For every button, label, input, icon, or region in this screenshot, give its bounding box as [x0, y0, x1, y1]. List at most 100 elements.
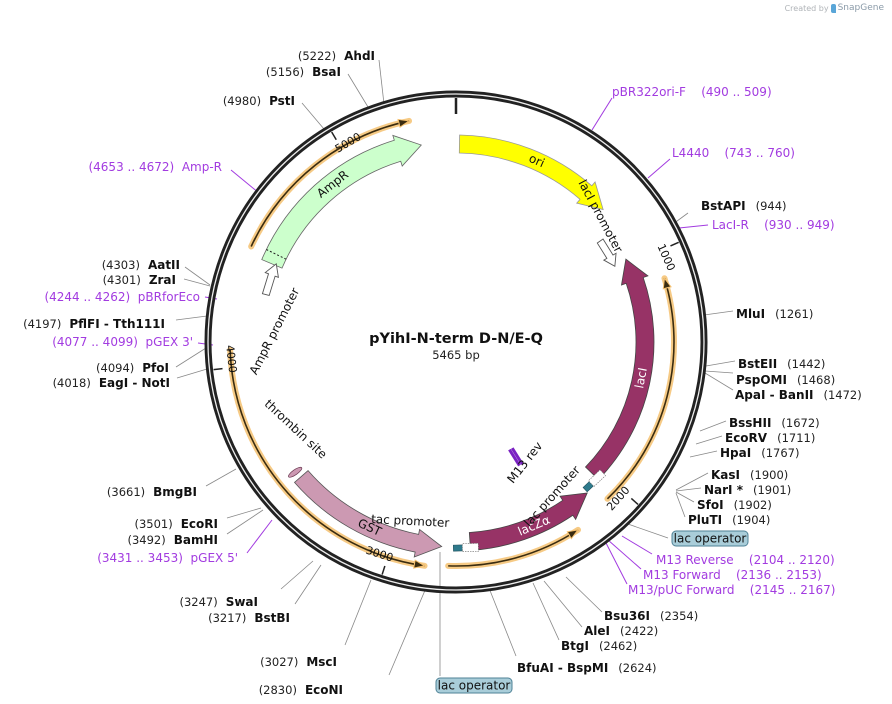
plasmid-title-block: pYihI-N-term D-N/E-Q 5465 bp: [369, 331, 543, 362]
restriction-site-label[interactable]: (4197)PflFI - Tth111I: [23, 317, 165, 331]
restriction-site-label[interactable]: BssHII(1672): [729, 416, 820, 430]
restriction-site-label[interactable]: (2830) EcoNI: [259, 683, 343, 697]
promoter-arrow-icon: [596, 238, 617, 267]
primer-label[interactable]: (4244 .. 4262) pBRforEco: [44, 290, 200, 304]
restriction-site-label[interactable]: (5222) AhdI: [298, 49, 375, 63]
site-leader-line: [532, 582, 560, 641]
feature-arrow-laci: [584, 258, 655, 481]
restriction-site-label[interactable]: BfuAI - BspMI(2624): [517, 661, 657, 675]
site-name: EagI - NotI: [99, 376, 170, 390]
site-name: PfoI: [142, 361, 169, 375]
restriction-site-label[interactable]: Bsu36I(2354): [604, 609, 698, 623]
restriction-site-label[interactable]: (3492)BamHI: [127, 533, 218, 547]
site-leader-line: [378, 59, 385, 105]
primer-label[interactable]: (4653 .. 4672) Amp-R: [88, 160, 222, 174]
site-name: NarI *: [704, 483, 744, 497]
primer-leader-line: [604, 540, 628, 585]
primer-label[interactable]: M13/pUC Forward (2145 .. 2167): [628, 583, 835, 597]
primer-label[interactable]: (3431 .. 3453) pGEX 5': [97, 551, 238, 565]
site-position: (2624): [618, 661, 656, 675]
plasmid-backbone: [204, 90, 708, 594]
site-leader-line: [175, 315, 208, 321]
feature-label: tac promoter: [371, 512, 450, 530]
restriction-site-label[interactable]: (4301)ZraI: [103, 273, 176, 287]
primer-label[interactable]: L4440 (743 .. 760): [672, 146, 795, 160]
lac-operator-label: lac operator: [674, 532, 747, 546]
site-name: KasI: [711, 468, 740, 482]
site-leader-line: [294, 564, 322, 605]
restriction-site-label[interactable]: (4018)EagI - NotI: [53, 376, 170, 390]
restriction-site-label[interactable]: SfoI(1902): [697, 498, 772, 512]
site-position: (5222): [298, 49, 336, 63]
restriction-site-label[interactable]: (4094)PfoI: [96, 361, 169, 375]
site-position: (2830): [259, 683, 297, 697]
site-leader-line: [183, 278, 211, 287]
site-position: (4303): [102, 258, 140, 272]
site-leader-line: [704, 370, 734, 374]
feature-label: M13 rev: [504, 439, 545, 486]
feature-label: thrombin site: [262, 397, 330, 462]
primer-label[interactable]: M13 Forward (2136 .. 2153): [643, 568, 822, 582]
site-leader-line: [347, 73, 369, 108]
restriction-site-label[interactable]: ApaI - BanII(1472): [735, 388, 862, 402]
feature-label-ori: ori: [527, 151, 547, 170]
site-leader-line: [543, 580, 583, 628]
orf-arrowhead-icon: [397, 118, 411, 128]
site-name: EcoNI: [305, 683, 343, 697]
restriction-site-label[interactable]: (4303)AatII: [102, 258, 180, 272]
primer-leader-line: [607, 539, 642, 570]
tick-label: 4000: [223, 344, 239, 373]
site-position: (3661): [107, 485, 145, 499]
site-position: (1902): [734, 498, 772, 512]
tick-mark: [213, 367, 223, 371]
restriction-site-label[interactable]: PspOMI(1468): [736, 373, 835, 387]
primer-label[interactable]: LacI-R (930 .. 949): [712, 218, 835, 232]
tac-promoter-glyph-icon: [461, 542, 479, 553]
restriction-site-label[interactable]: BstAPI(944): [701, 199, 787, 213]
tick-label: 1000: [654, 242, 677, 273]
site-position: (2422): [620, 624, 658, 638]
restriction-site-label[interactable]: (3661)BmgBI: [107, 485, 197, 499]
restriction-site-label[interactable]: EcoRV(1711): [725, 431, 815, 445]
lac-operator-badge[interactable]: [435, 677, 513, 694]
restriction-site-label[interactable]: AleI(2422): [584, 624, 658, 638]
restriction-site-label[interactable]: BtgI(2462): [561, 639, 637, 653]
thrombin-site-icon: [288, 466, 303, 478]
site-name: PflFI - Tth111I: [69, 317, 165, 331]
site-position: (2354): [660, 609, 698, 623]
restriction-site-label[interactable]: HpaI(1767): [720, 446, 799, 460]
site-name: AhdI: [344, 49, 375, 63]
restriction-site-label[interactable]: (3217)BstBI: [208, 611, 290, 625]
restriction-site-label[interactable]: (3027)MscI: [260, 655, 337, 669]
site-position: (3247): [179, 595, 217, 609]
site-leader-line: [675, 492, 686, 518]
restriction-site-label[interactable]: MluI(1261): [736, 307, 813, 321]
site-labels: BstAPI(944) MluI(1261) BstEII(1442) PspOMI(…: [23, 49, 862, 697]
site-leader-line: [488, 587, 517, 657]
operator-leader-line: [624, 522, 669, 539]
site-position: (1472): [824, 388, 862, 402]
restriction-site-label[interactable]: (3247)SwaI: [179, 595, 258, 609]
restriction-site-label[interactable]: NarI *(1901): [704, 483, 791, 497]
restriction-site-label[interactable]: (4980)PstI: [223, 94, 295, 108]
site-name: EcoRI: [181, 517, 218, 531]
site-name: MscI: [306, 655, 337, 669]
orf-arrowhead-icon: [566, 529, 580, 540]
restriction-site-label[interactable]: KasI(1900): [711, 468, 788, 482]
plasmid-name: pYihI-N-term D-N/E-Q: [369, 331, 543, 347]
restriction-site-label[interactable]: PluTI(1904): [688, 513, 770, 527]
site-position: (4301): [103, 273, 141, 287]
site-position: (944): [756, 199, 787, 213]
primer-label[interactable]: pBR322ori-F (490 .. 509): [612, 85, 772, 99]
restriction-site-label[interactable]: (3501)EcoRI: [134, 517, 218, 531]
primer-label[interactable]: (4077 .. 4099) pGEX 3': [52, 335, 193, 349]
site-leader-line: [226, 507, 262, 519]
primer-label[interactable]: M13 Reverse (2104 .. 2120): [656, 553, 835, 567]
restriction-site-label[interactable]: (5156)BsaI: [266, 65, 341, 79]
lac-operator-label: lac operator: [438, 679, 511, 693]
tick-mark: [381, 565, 386, 575]
backbone-ring-gap: [207, 93, 705, 591]
restriction-site-label[interactable]: BstEII(1442): [738, 357, 825, 371]
site-position: (1904): [732, 513, 770, 527]
lac-operator-badge[interactable]: [671, 530, 749, 547]
